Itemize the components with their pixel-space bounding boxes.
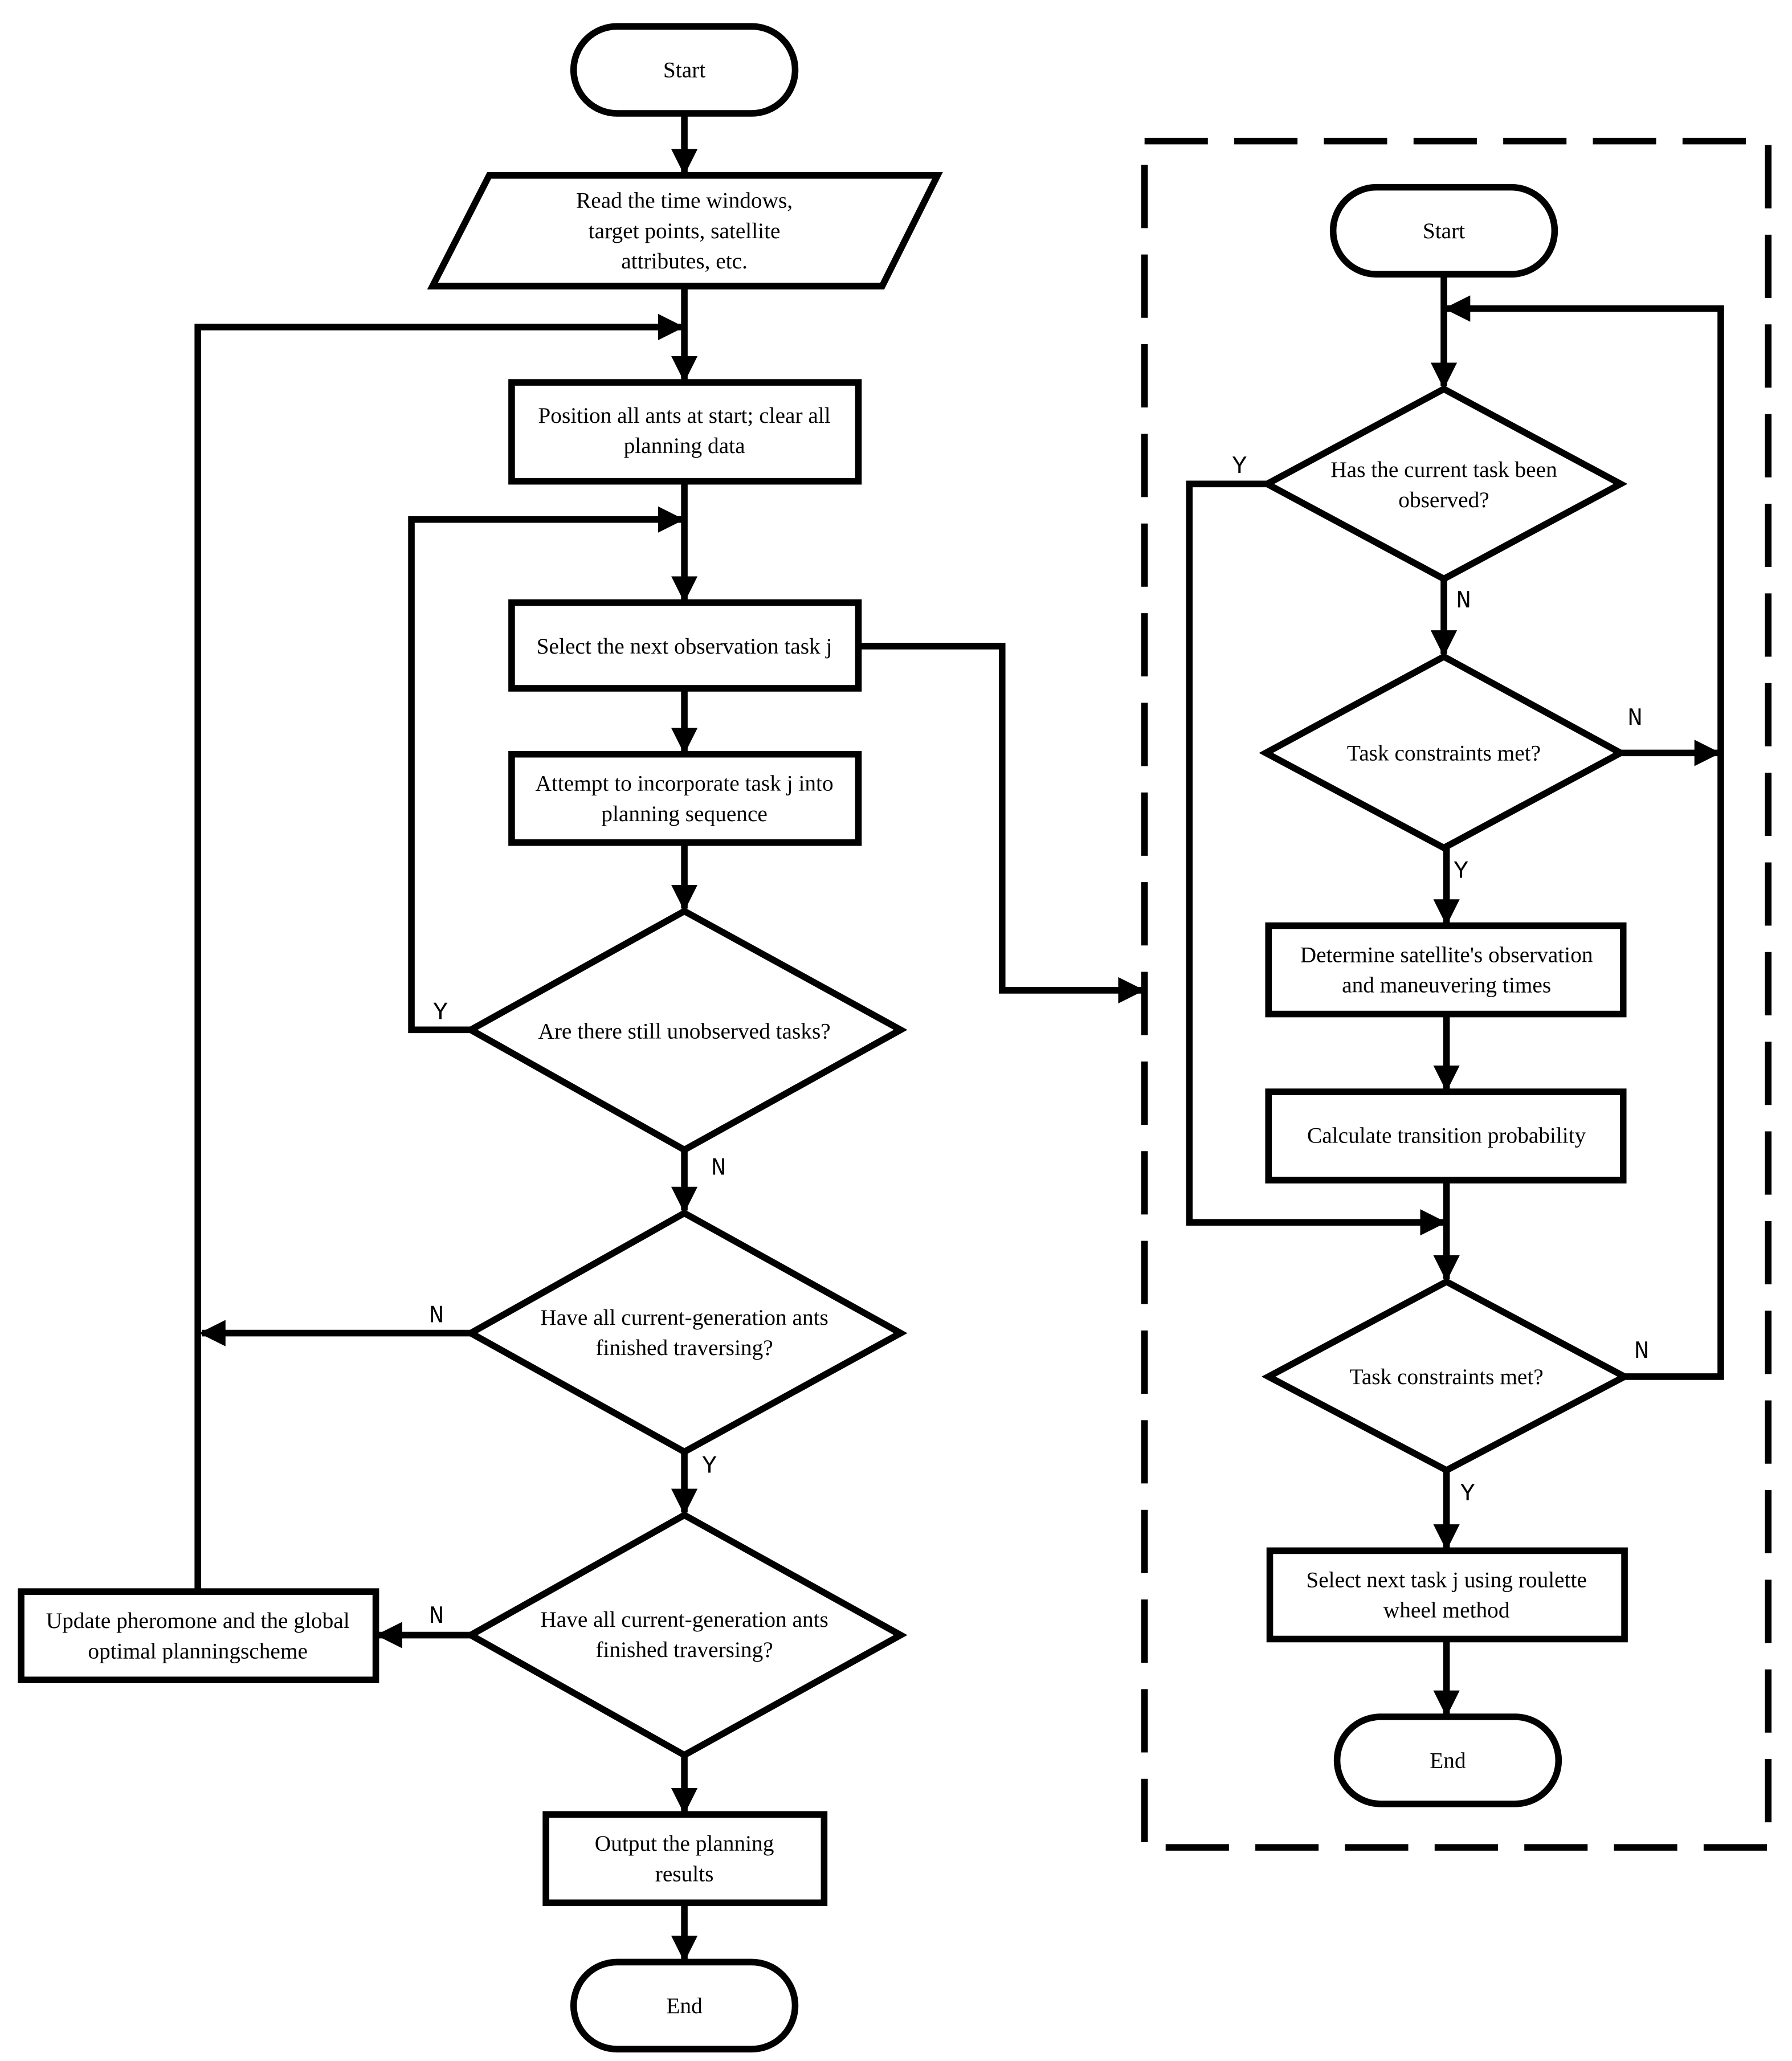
determine-times-line-2: and maneuvering times (1342, 973, 1551, 998)
loop-unobserved-yes (408, 506, 685, 1034)
label-constraints2-no: N (1634, 1337, 1649, 1366)
ants-finished-1-line-2: finished traversing? (595, 1335, 773, 1360)
ants-finished-decision-1 (464, 1209, 908, 1456)
calc-probability-label: Calculate transition probability (1307, 1123, 1586, 1148)
unobserved-decision-label: Are there still unobserved tasks? (538, 1019, 830, 1044)
loop-constraints2-no (1444, 295, 1724, 1380)
ants-finished-1-line-1: Have all current-generation ants (540, 1305, 828, 1330)
update-pheromone-line-1: Update pheromone and the global (46, 1608, 350, 1633)
attempt-incorporate-line-2: planning sequence (601, 801, 768, 826)
determine-times-line-1: Determine satellite's observation (1300, 942, 1593, 967)
position-ants-line-1: Position all ants at start; clear all (538, 403, 830, 428)
position-ants-line-2: planning data (624, 433, 745, 458)
select-roulette-line-2: wheel method (1383, 1598, 1510, 1623)
select-roulette-line-1: Select next task j using roulette (1306, 1567, 1587, 1592)
right-end-terminal (1333, 1713, 1562, 1807)
calc-probability-box (1265, 1088, 1627, 1183)
position-ants-box (508, 379, 862, 485)
observed-decision-diamond (1260, 385, 1628, 583)
connector-to-subprocess (858, 643, 1145, 1004)
label-finished1-no: N (429, 1302, 444, 1331)
observed-decision-line-1: Has the current task been (1330, 457, 1557, 482)
label-finished2-no: N (429, 1602, 444, 1631)
ants-finished-decision-2 (464, 1511, 908, 1759)
label-unobserved-yes: Y (433, 998, 448, 1027)
output-results-line-1: Output the planning (595, 1831, 774, 1856)
update-pheromone-line-2: optimal planningscheme (88, 1638, 308, 1663)
right-end-label: End (1430, 1748, 1466, 1773)
left-start-label: Start (663, 58, 705, 83)
output-results-box (542, 1811, 828, 1907)
left-end-label: End (666, 1993, 703, 2018)
label-constraints2-yes: Y (1460, 1480, 1475, 1508)
attempt-incorporate-box (508, 750, 862, 846)
label-observed-no: N (1456, 587, 1471, 615)
label-unobserved-no: N (711, 1154, 726, 1182)
attempt-incorporate-line-1: Attempt to incorporate task j into (535, 771, 833, 796)
left-flow: Start Read the time windows, target poin… (18, 23, 1145, 2052)
read-input-line-3: attributes, etc. (621, 248, 748, 274)
right-start-label: Start (1423, 218, 1465, 243)
right-subprocess: Start Has the current task been observed… (1141, 137, 1772, 1851)
ants-finished-2-line-1: Have all current-generation ants (540, 1607, 828, 1632)
bypass-observed-yes (1186, 480, 1447, 1236)
read-input-line-2: target points, satellite (589, 218, 781, 243)
output-results-line-2: results (655, 1861, 714, 1886)
ants-finished-2-line-2: finished traversing? (595, 1637, 773, 1662)
observed-decision-line-2: observed? (1398, 487, 1489, 512)
read-input-parallelogram (427, 172, 943, 289)
label-constraints1-yes: Y (1454, 858, 1468, 886)
read-input-line-1: Read the time windows, (576, 188, 793, 213)
subprocess-dashed-frame (1141, 137, 1772, 1851)
select-roulette-box (1266, 1547, 1628, 1643)
constraints-decision-2-label: Task constraints met? (1350, 1364, 1544, 1389)
label-finished1-yes: Y (702, 1452, 717, 1480)
update-pheromone-box (18, 1588, 379, 1683)
label-constraints1-no: N (1627, 704, 1642, 733)
select-task-label: Select the next observation task j (537, 634, 832, 659)
label-observed-yes: Y (1232, 452, 1247, 481)
loop-update-to-position (194, 313, 685, 1592)
determine-times-box (1265, 922, 1627, 1018)
constraints-decision-1-label: Task constraints met? (1347, 740, 1541, 765)
